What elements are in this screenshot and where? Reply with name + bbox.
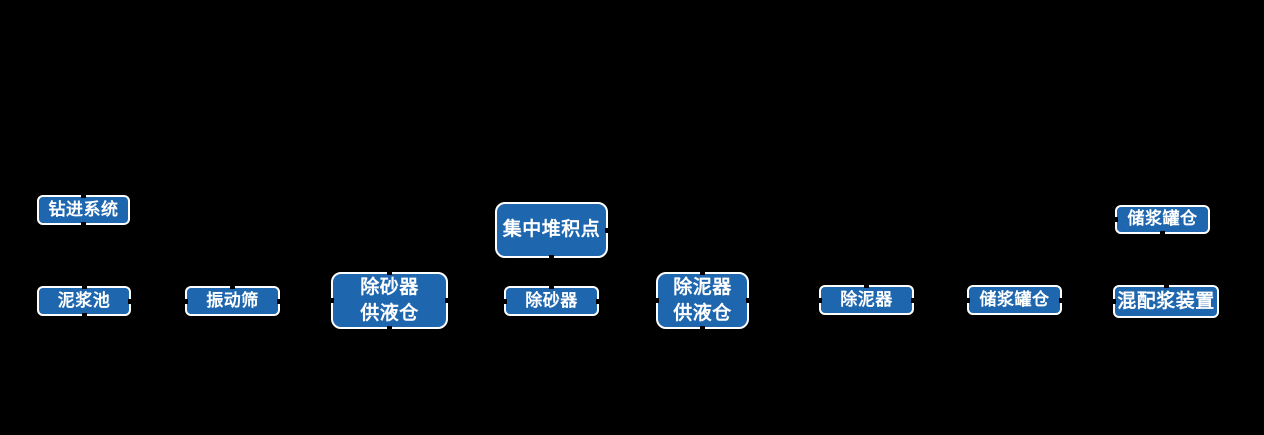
desilter-supply-tank-label-line1: 除泥器 bbox=[673, 277, 732, 299]
desander-box: 除砂器 bbox=[503, 285, 600, 316]
slurry-mixing-device-box: 混配浆装置 bbox=[1112, 284, 1219, 318]
connector-notch-right bbox=[277, 298, 281, 304]
connector-notch-right bbox=[445, 298, 449, 303]
connector-notch-top bbox=[81, 194, 86, 198]
slurry-storage-tank-label: 储浆罐仓 bbox=[979, 289, 1050, 309]
desilter-supply-tank-box: 除泥器 供液仓 bbox=[655, 271, 750, 330]
slurry-mixing-device-label: 混配浆装置 bbox=[1117, 290, 1215, 312]
connector-notch-top bbox=[700, 271, 705, 275]
connector-notch-right bbox=[605, 227, 609, 233]
drilling-system-label: 钻进系统 bbox=[48, 199, 119, 219]
connector-notch-left bbox=[1112, 299, 1116, 304]
connector-notch-left bbox=[966, 297, 970, 303]
vibrating-screen-box: 振动筛 bbox=[184, 285, 281, 316]
desilter-box: 除泥器 bbox=[818, 284, 915, 315]
connector-notch-left bbox=[1114, 217, 1118, 222]
connector-notch-bottom bbox=[700, 326, 705, 330]
central-stacking-point-label: 集中堆积点 bbox=[502, 219, 601, 241]
drilling-system-box: 钻进系统 bbox=[37, 194, 130, 226]
connector-notch-right bbox=[1059, 297, 1063, 303]
connector-notch-bottom bbox=[81, 313, 87, 317]
desander-supply-tank-label-line1: 除砂器 bbox=[360, 277, 419, 299]
connector-notch-bottom bbox=[549, 255, 554, 259]
connector-notch-left bbox=[184, 298, 188, 304]
slurry-storage-tank-top-box: 储浆罐仓 bbox=[1114, 205, 1210, 235]
desander-supply-tank-box: 除砂器 供液仓 bbox=[330, 271, 449, 330]
connector-notch-top bbox=[549, 285, 554, 289]
connector-notch-bottom bbox=[1160, 231, 1165, 235]
connector-notch-right bbox=[746, 298, 750, 303]
desander-label: 除砂器 bbox=[525, 290, 578, 310]
desilter-supply-tank-label-line2: 供液仓 bbox=[673, 302, 732, 324]
connector-notch-top bbox=[230, 285, 235, 289]
connector-notch-right bbox=[128, 298, 132, 304]
connector-notch-top bbox=[387, 271, 392, 275]
desander-supply-tank-label-line2: 供液仓 bbox=[360, 302, 419, 324]
central-stacking-point-box: 集中堆积点 bbox=[495, 202, 609, 259]
connector-notch-bottom bbox=[387, 326, 392, 330]
connector-notch-right bbox=[596, 298, 600, 304]
vibrating-screen-label: 振动筛 bbox=[206, 290, 259, 310]
connector-notch-bottom bbox=[81, 222, 86, 226]
connector-notch-left bbox=[330, 298, 334, 303]
connector-notch-right bbox=[911, 297, 915, 303]
slurry-storage-tank-box: 储浆罐仓 bbox=[966, 285, 1063, 315]
mud-pit-box: 泥浆池 bbox=[37, 285, 132, 317]
slurry-storage-tank-top-label: 储浆罐仓 bbox=[1127, 209, 1198, 229]
connector-notch-top bbox=[81, 285, 87, 289]
connector-notch-left bbox=[818, 297, 822, 303]
connector-notch-left bbox=[503, 298, 507, 304]
desilter-label: 除泥器 bbox=[840, 289, 893, 309]
connector-notch-top bbox=[864, 284, 869, 288]
connector-notch-top bbox=[1163, 284, 1169, 288]
mud-pit-label: 泥浆池 bbox=[57, 290, 111, 310]
connector-notch-left bbox=[655, 298, 659, 303]
